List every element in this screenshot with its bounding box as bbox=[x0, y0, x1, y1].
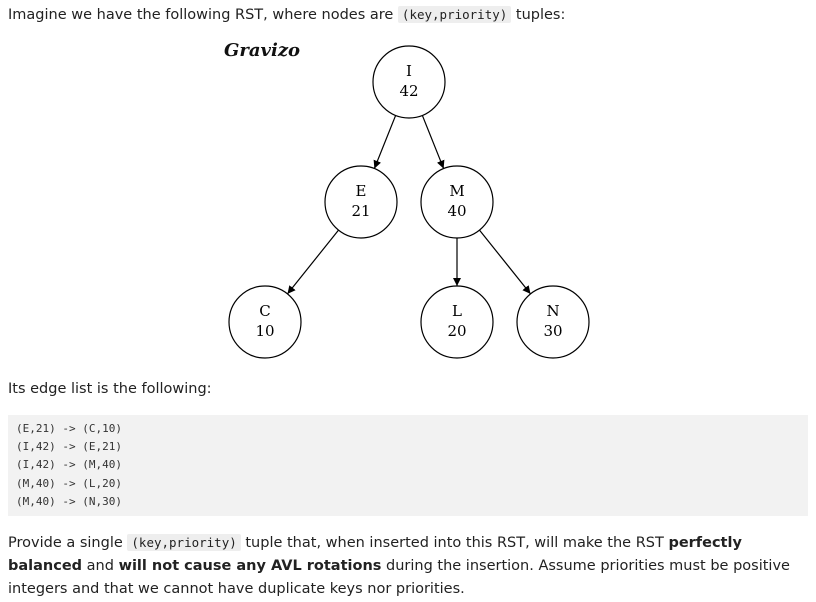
node-key: E bbox=[356, 182, 367, 200]
node-N: N 30 bbox=[516, 285, 590, 359]
node-priority: 40 bbox=[447, 202, 466, 220]
node-circle bbox=[420, 165, 494, 239]
edge-I-E bbox=[373, 115, 397, 169]
edge-I-M bbox=[421, 115, 445, 169]
node-priority: 30 bbox=[543, 322, 562, 340]
node-circle bbox=[420, 285, 494, 359]
edge-line: (M,40) -> (N,30) bbox=[16, 494, 122, 508]
edge-list-intro: Its edge list is the following: bbox=[8, 381, 212, 397]
edge-line: (I,42) -> (M,40) bbox=[16, 458, 122, 472]
node-priority: 10 bbox=[255, 322, 274, 340]
node-key: N bbox=[546, 302, 559, 320]
question-part: during the insertion. Assume priorities … bbox=[8, 558, 790, 597]
rst-diagram: Gravizo I 42E 21 M 40C 10 L 20 N 30 bbox=[224, 40, 590, 359]
edge-line: (M,40) -> (L,20) bbox=[16, 476, 122, 490]
node-L: L 20 bbox=[420, 285, 494, 359]
node-circle bbox=[228, 285, 302, 359]
intro-after: tuples: bbox=[511, 7, 566, 23]
nodes-layer: I 42E 21 M 40C 10 L 20 N 30 bbox=[228, 45, 590, 359]
edge-M-N bbox=[479, 229, 531, 295]
question-part: tuple that, when inserted into this RST,… bbox=[240, 535, 669, 551]
bold-perfectly-balanced: perfectly balanced bbox=[8, 535, 742, 574]
node-circle bbox=[516, 285, 590, 359]
question-code: (key,priority) bbox=[127, 534, 241, 551]
edge-list-code-block: (E,21) -> (C,10) (I,42) -> (E,21) (I,42)… bbox=[8, 415, 808, 516]
question-part: Provide a single bbox=[8, 535, 128, 551]
node-I: I 42 bbox=[372, 45, 446, 119]
intro-code: (key,priority) bbox=[397, 6, 512, 23]
node-M: M 40 bbox=[420, 165, 494, 239]
edge-line: (I,42) -> (E,21) bbox=[16, 440, 122, 454]
node-priority: 20 bbox=[447, 322, 466, 340]
node-key: M bbox=[449, 182, 464, 200]
node-key: I bbox=[406, 62, 412, 80]
node-E: E 21 bbox=[324, 165, 398, 239]
edge-E-C bbox=[287, 229, 339, 295]
node-key: C bbox=[259, 302, 270, 320]
gravizo-logo: Gravizo bbox=[224, 40, 300, 61]
node-circle bbox=[324, 165, 398, 239]
intro-text: Imagine we have the following RST, where… bbox=[8, 3, 565, 27]
intro-before: Imagine we have the following RST, where… bbox=[8, 7, 398, 23]
node-circle bbox=[372, 45, 446, 119]
question-part: and bbox=[82, 558, 119, 574]
bold-no-avl-rotations: will not cause any AVL rotations bbox=[118, 558, 382, 574]
edges-layer bbox=[287, 115, 531, 295]
node-priority: 42 bbox=[399, 82, 418, 100]
node-C: C 10 bbox=[228, 285, 302, 359]
edge-line: (E,21) -> (C,10) bbox=[16, 422, 122, 435]
question-text: Provide a single (key,priority) tuple th… bbox=[8, 531, 808, 601]
node-key: L bbox=[452, 302, 462, 320]
node-priority: 21 bbox=[351, 202, 370, 220]
